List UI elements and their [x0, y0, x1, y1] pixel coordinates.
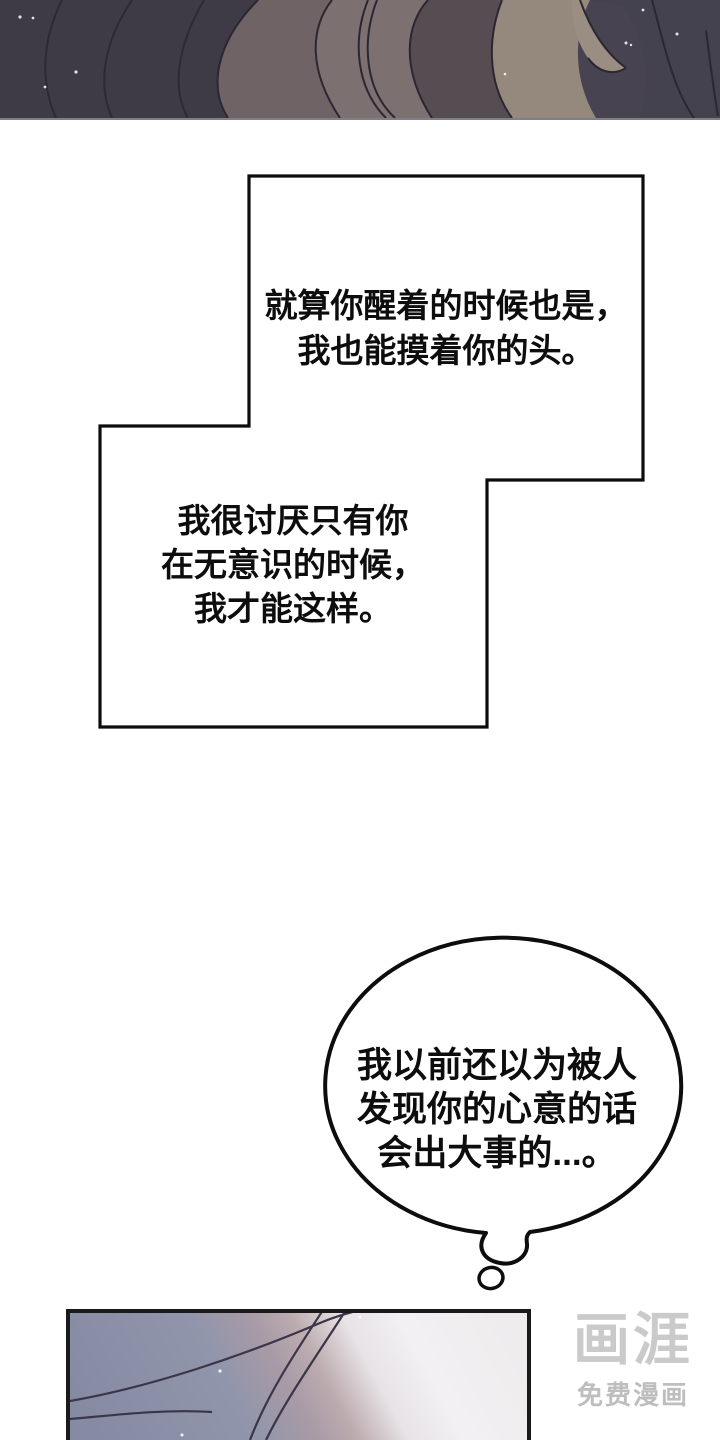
- watermark: 画涯 免费漫画: [560, 1308, 706, 1412]
- dialog-line: 我才能这样。: [194, 590, 392, 627]
- dialog-line: 发现你的心意的话: [356, 1090, 637, 1129]
- dialog-line: 我以前还以为被人: [356, 1046, 637, 1085]
- dialog-line: 就算你醒着的时候也是，: [264, 287, 628, 324]
- watermark-subtitle: 免费漫画: [576, 1380, 689, 1410]
- top-comic-panel: [0, 0, 720, 120]
- dialog-line: 我也能摸着你的头。: [297, 332, 595, 369]
- top-panel-art: [0, 0, 720, 118]
- bottom-comic-panel: [66, 1309, 531, 1440]
- speech-bubble-left-text: 我很讨厌只有你 在无意识的时候， 我才能这样。: [103, 499, 483, 631]
- dialog-line: 会出大事的...。: [377, 1134, 617, 1173]
- speech-bubble-combined: [98, 174, 645, 729]
- bottom-panel-art: [70, 1313, 527, 1440]
- thought-bubble-text: 我以前还以为被人 发现你的心意的话 会出大事的...。: [315, 1044, 679, 1176]
- speech-bubble-top-text: 就算你醒着的时候也是， 我也能摸着你的头。: [236, 283, 656, 373]
- watermark-logo: 画涯: [573, 1308, 693, 1372]
- dialog-line: 在无意识的时候，: [161, 546, 425, 583]
- dialog-line: 我很讨厌只有你: [177, 502, 409, 539]
- thought-bubble-dot: [477, 1265, 505, 1291]
